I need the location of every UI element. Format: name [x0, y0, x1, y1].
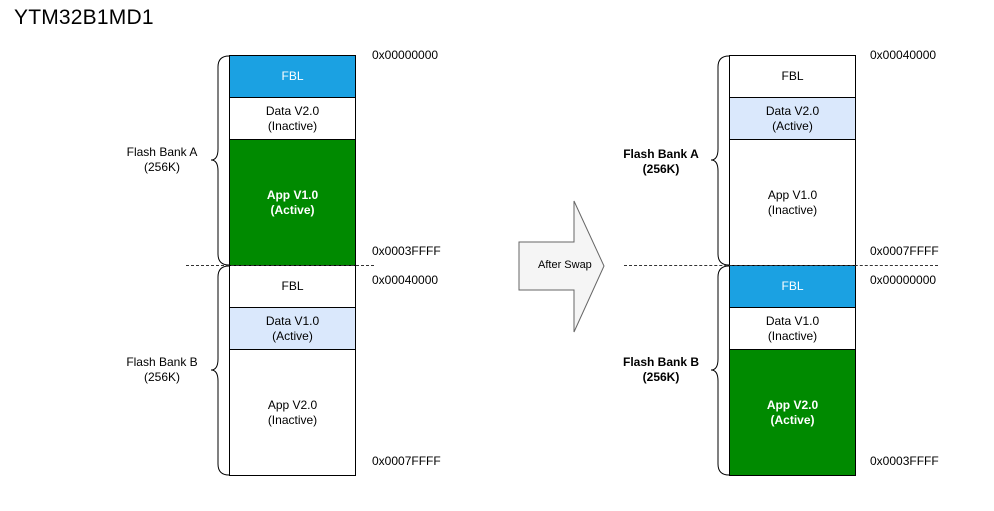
block-status: (Inactive) [267, 412, 318, 427]
bank-a-brace [210, 55, 230, 266]
data-block: Data V1.0 (Inactive) [729, 307, 856, 350]
block-status: (Inactive) [267, 118, 318, 133]
bank-b-size: (256K) [143, 370, 181, 384]
bank-a-label: Flash Bank A (256K) [104, 145, 220, 175]
bank-a-brace [710, 55, 730, 266]
block-label: App V2.0 [267, 397, 318, 412]
app-block: App V2.0 (Inactive) [229, 349, 356, 476]
fbl-block: FBL [729, 55, 856, 98]
address-label: 0x0007FFFF [870, 244, 939, 258]
bank-divider [624, 265, 938, 266]
block-label: Data V2.0 [265, 103, 320, 118]
diagram-title: YTM32B1MD1 [14, 6, 154, 29]
bank-b-brace [210, 265, 230, 476]
swap-arrow-icon [518, 200, 605, 333]
block-status: (Active) [272, 328, 313, 343]
address-label: 0x00040000 [870, 48, 937, 62]
block-status: (Active) [772, 118, 813, 133]
bank-a-size: (256K) [143, 160, 181, 174]
address-label: 0x00000000 [870, 273, 937, 287]
bank-b-brace [710, 265, 730, 476]
bank-a-name: Flash Bank A [623, 147, 699, 161]
block-label: App V1.0 [266, 187, 319, 202]
block-status: (Active) [770, 412, 815, 427]
block-label: Data V1.0 [265, 313, 320, 328]
fbl-block: FBL [229, 55, 356, 98]
swap-label: After Swap [538, 259, 592, 271]
block-label: FBL [281, 279, 304, 293]
bank-b-label: Flash Bank B (256K) [603, 355, 719, 385]
block-status: (Inactive) [767, 202, 818, 217]
bank-b-name: Flash Bank B [622, 355, 700, 369]
address-label: 0x0003FFFF [870, 454, 939, 468]
fbl-block: FBL [729, 265, 856, 308]
block-label: App V2.0 [766, 397, 819, 412]
block-label: Data V1.0 [765, 313, 820, 328]
bank-a-label: Flash Bank A (256K) [603, 147, 719, 177]
address-label: 0x0007FFFF [372, 454, 441, 468]
block-label: Data V2.0 [765, 103, 820, 118]
fbl-block: FBL [229, 265, 356, 308]
data-block: Data V2.0 (Inactive) [229, 97, 356, 140]
address-label: 0x0003FFFF [372, 244, 441, 258]
block-status: (Active) [270, 202, 315, 217]
bank-a-size: (256K) [642, 162, 680, 176]
app-block: App V2.0 (Active) [729, 349, 856, 476]
bank-b-size: (256K) [642, 370, 680, 384]
bank-a-name: Flash Bank A [126, 145, 198, 159]
block-label: FBL [281, 69, 304, 83]
block-status: (Inactive) [767, 328, 818, 343]
bank-divider [186, 265, 374, 266]
block-label: FBL [781, 69, 804, 83]
bank-b-label: Flash Bank B (256K) [104, 355, 220, 385]
app-block: App V1.0 (Active) [229, 139, 356, 266]
data-block: Data V2.0 (Active) [729, 97, 856, 140]
block-label: FBL [781, 279, 804, 293]
bank-b-name: Flash Bank B [126, 355, 198, 369]
address-label: 0x00040000 [372, 273, 439, 287]
address-label: 0x00000000 [372, 48, 439, 62]
app-block: App V1.0 (Inactive) [729, 139, 856, 266]
block-label: App V1.0 [767, 187, 818, 202]
data-block: Data V1.0 (Active) [229, 307, 356, 350]
